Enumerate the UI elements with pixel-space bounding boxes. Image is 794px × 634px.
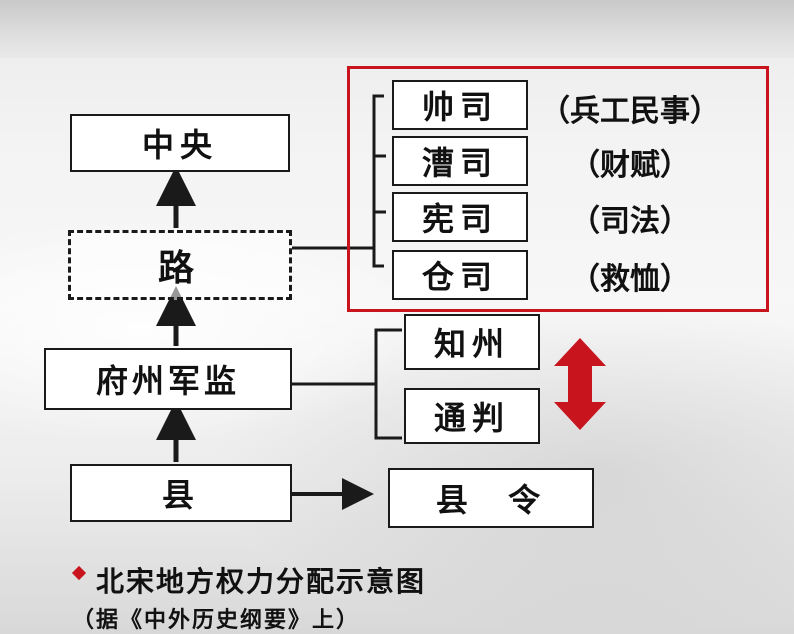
county-box: 县 [70,464,292,522]
official-label: 通判 [433,399,510,437]
prefecture-box: 府州军监 [44,348,292,410]
central-box: 中央 [70,114,290,172]
county-label: 县 [161,476,200,514]
office-label: 漕司 [421,144,498,182]
office-box-caosi: 漕司 [392,136,528,186]
double-arrow-red [554,338,606,430]
county-magistrate-label: 县 令 [435,481,547,519]
office-box-xiansi: 宪司 [392,192,528,242]
office-box-shuaisi: 帅司 [392,80,528,130]
office-duty-text: （兵工民事） [540,94,720,129]
bracket-circuit-offices [372,94,384,268]
office-duty-text: （财赋） [570,148,690,183]
caption-source: （据《中外历史纲要》上） [72,607,361,633]
office-label: 仓司 [421,258,498,296]
county-magistrate-box: 县 令 [388,468,594,528]
office-duty-text: （救恤） [570,262,690,297]
office-duty-text: （司法） [570,204,690,239]
circuit-label: 路 [157,247,202,289]
office-box-cangsi: 仓司 [392,250,528,300]
central-label: 中央 [141,126,218,164]
top-background-band [0,0,794,58]
official-box-tongpan: 通判 [404,388,540,444]
official-label: 知州 [433,325,510,363]
bracket-prefecture-officials [374,328,402,440]
office-label: 宪司 [421,200,498,238]
office-label: 帅司 [421,88,498,126]
caption-title: 北宋地方权力分配示意图 [96,565,427,598]
official-box-zhizhou: 知州 [404,314,540,370]
circuit-box: 路 [68,230,292,300]
circuit-offices-frame [347,66,769,312]
prefecture-label: 府州军监 [95,362,240,400]
